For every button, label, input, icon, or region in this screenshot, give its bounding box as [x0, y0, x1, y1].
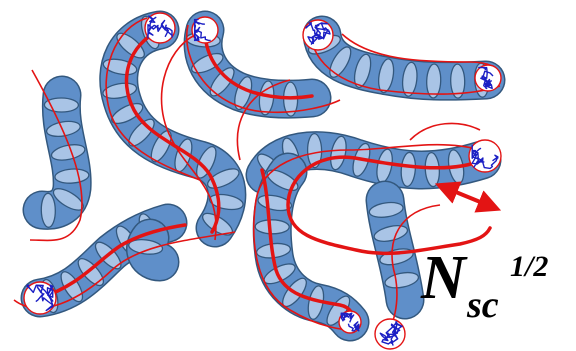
coil-icon — [475, 65, 501, 91]
coil-icon — [145, 13, 175, 43]
double-arrow-icon — [446, 188, 490, 206]
coil-icon — [339, 311, 361, 333]
coil-icon — [375, 319, 405, 349]
length-arrow — [446, 188, 490, 206]
coil-icon — [192, 17, 218, 43]
coil-icon — [24, 282, 56, 314]
label-base: N — [421, 247, 466, 309]
label-exponent: 1/2 — [510, 252, 548, 282]
brush-segment — [255, 220, 289, 234]
thin-contour — [410, 123, 480, 140]
coil-icon — [303, 20, 333, 50]
brush-segment — [41, 193, 56, 227]
brush-segment — [44, 98, 78, 112]
bottlebrush-chain-3 — [306, 32, 490, 99]
coil-icon — [469, 140, 501, 172]
label-subscript: sc — [467, 286, 499, 324]
